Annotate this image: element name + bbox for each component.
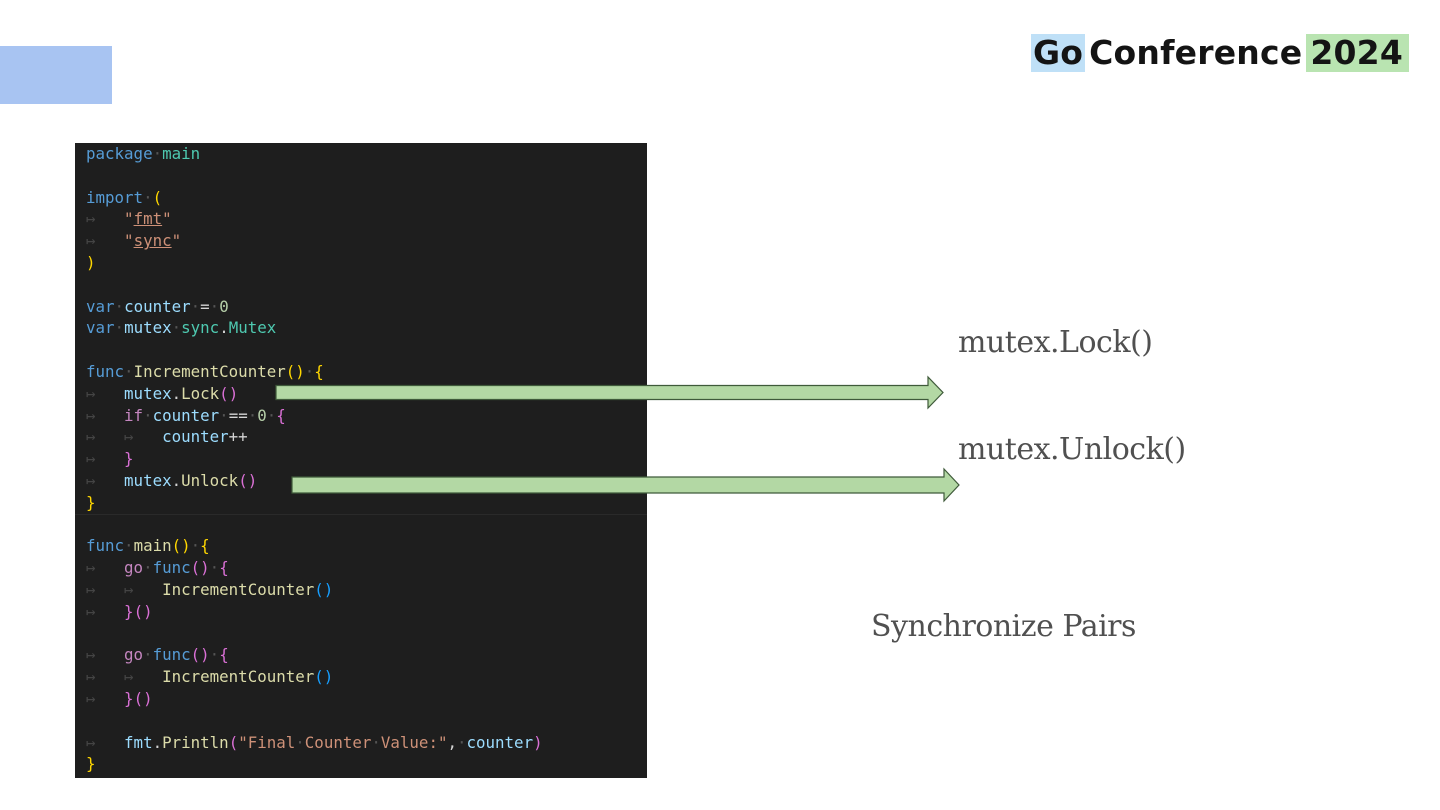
code-line: ↦ if·counter·==·0·{ <box>86 405 286 425</box>
code-line: ↦ }() <box>86 601 153 621</box>
code-line: } <box>86 492 96 512</box>
code-line: ​ <box>86 339 543 361</box>
conference-logo: Go Conference 2024 <box>1030 33 1409 72</box>
unlock-label: mutex.Unlock() <box>958 432 1186 467</box>
code-line: import·( <box>86 187 163 207</box>
code-line: ↦ go·func()·{ <box>86 558 229 578</box>
code-line: func·IncrementCounter()·{ <box>86 361 324 381</box>
code-line: ​ <box>86 623 543 645</box>
code-line: } <box>86 754 96 774</box>
code-line: package·main <box>86 144 201 163</box>
code-line: ↦ go·func()·{ <box>86 645 229 665</box>
code-line: var·counter·=·0 <box>86 296 229 316</box>
code-line: ↦ ↦ IncrementCounter() <box>86 667 334 687</box>
logo-word-year: 2024 <box>1306 34 1409 72</box>
code-line: ) <box>86 252 96 272</box>
code-line: var·mutex·sync.Mutex <box>86 318 277 338</box>
summary-label: Synchronize Pairs <box>871 609 1136 644</box>
decorative-accent-block <box>0 46 112 104</box>
code-line: ​ <box>86 165 543 187</box>
code-line: ​ <box>86 514 543 536</box>
code-line: ↦ mutex.Lock() <box>86 383 239 403</box>
code-line: func·main()·{ <box>86 536 210 556</box>
lock-label: mutex.Lock() <box>958 325 1153 360</box>
code-line: ↦ ↦ IncrementCounter() <box>86 579 334 599</box>
code-line: ↦ mutex.Unlock() <box>86 470 258 490</box>
code-line: ↦ } <box>86 449 134 469</box>
logo-word-conference: Conference <box>1085 34 1307 72</box>
code-line: ↦ "fmt" <box>86 209 172 229</box>
code-screenshot: package·main​import·(↦ "fmt"↦ "sync")​va… <box>75 143 647 778</box>
code-line: ​ <box>86 710 543 732</box>
code-line: ↦ ↦ counter++ <box>86 427 248 447</box>
active-line-highlight <box>75 501 647 515</box>
code-line: ​ <box>86 274 543 296</box>
code-block: package·main​import·(↦ "fmt"↦ "sync")​va… <box>86 143 543 775</box>
code-line: ↦ fmt.Println("Final·Counter·Value:",·co… <box>86 732 543 752</box>
code-line: ↦ "sync" <box>86 231 182 251</box>
code-line: ↦ }() <box>86 688 153 708</box>
logo-word-go: Go <box>1030 33 1086 72</box>
